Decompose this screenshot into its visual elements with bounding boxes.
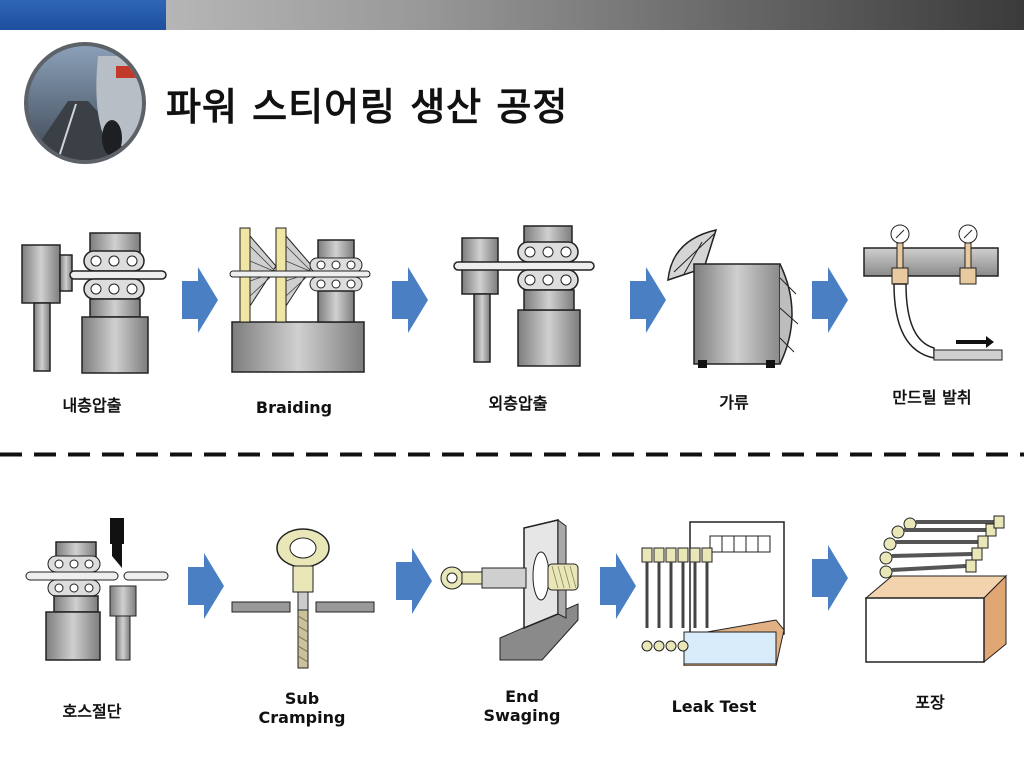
- step-label-end-swaging: End Swaging: [442, 687, 602, 725]
- flow-arrow-icon: [600, 553, 636, 619]
- flow-arrow-icon: [182, 267, 218, 333]
- top-banner: [0, 0, 1024, 30]
- leak-test-station: [641, 521, 785, 666]
- flow-arrow-icon: [396, 548, 432, 614]
- section-divider: [0, 452, 1024, 457]
- flow-arrow-icon: [812, 545, 848, 611]
- end-swaging-machine: [440, 519, 579, 661]
- outer-extrusion-machine: [453, 225, 595, 367]
- flow-arrow-icon: [188, 553, 224, 619]
- step-label-leak-test: Leak Test: [671, 697, 757, 716]
- step-label-packing: 포장: [915, 693, 945, 712]
- end-swaging-text: End Swaging: [483, 687, 561, 725]
- car-photo-logo: [24, 42, 146, 164]
- inner-extrusion-machine: [21, 232, 167, 374]
- flow-arrow-icon: [812, 267, 848, 333]
- braiding-machine: [229, 227, 371, 373]
- step-label-mandrel-extraction: 만드릴 발취: [892, 388, 972, 407]
- step-label-hose-cutting: 호스절단: [62, 702, 122, 721]
- top-banner-accent: [0, 0, 166, 30]
- step-label-outer-extrusion: 외층압출: [488, 394, 548, 413]
- flow-arrow-icon: [630, 267, 666, 333]
- packing-box: [864, 515, 1008, 664]
- sub-crimping-fitting: [231, 528, 375, 669]
- step-label-vulcanizing: 가류: [719, 393, 749, 412]
- sub-crimping-text: Sub Cramping: [258, 689, 346, 727]
- page-title: 파워 스티어링 생산 공정: [166, 85, 569, 129]
- step-label-sub-crimping: Sub Cramping: [222, 689, 382, 727]
- flow-arrow-icon: [392, 267, 428, 333]
- hose-cutting-machine: [25, 518, 169, 661]
- step-label-braiding: Braiding: [255, 398, 333, 417]
- step-label-inner-extrusion: 내층압출: [62, 396, 122, 415]
- vulcanizer: [667, 228, 799, 368]
- mandrel-extraction: [863, 224, 1003, 361]
